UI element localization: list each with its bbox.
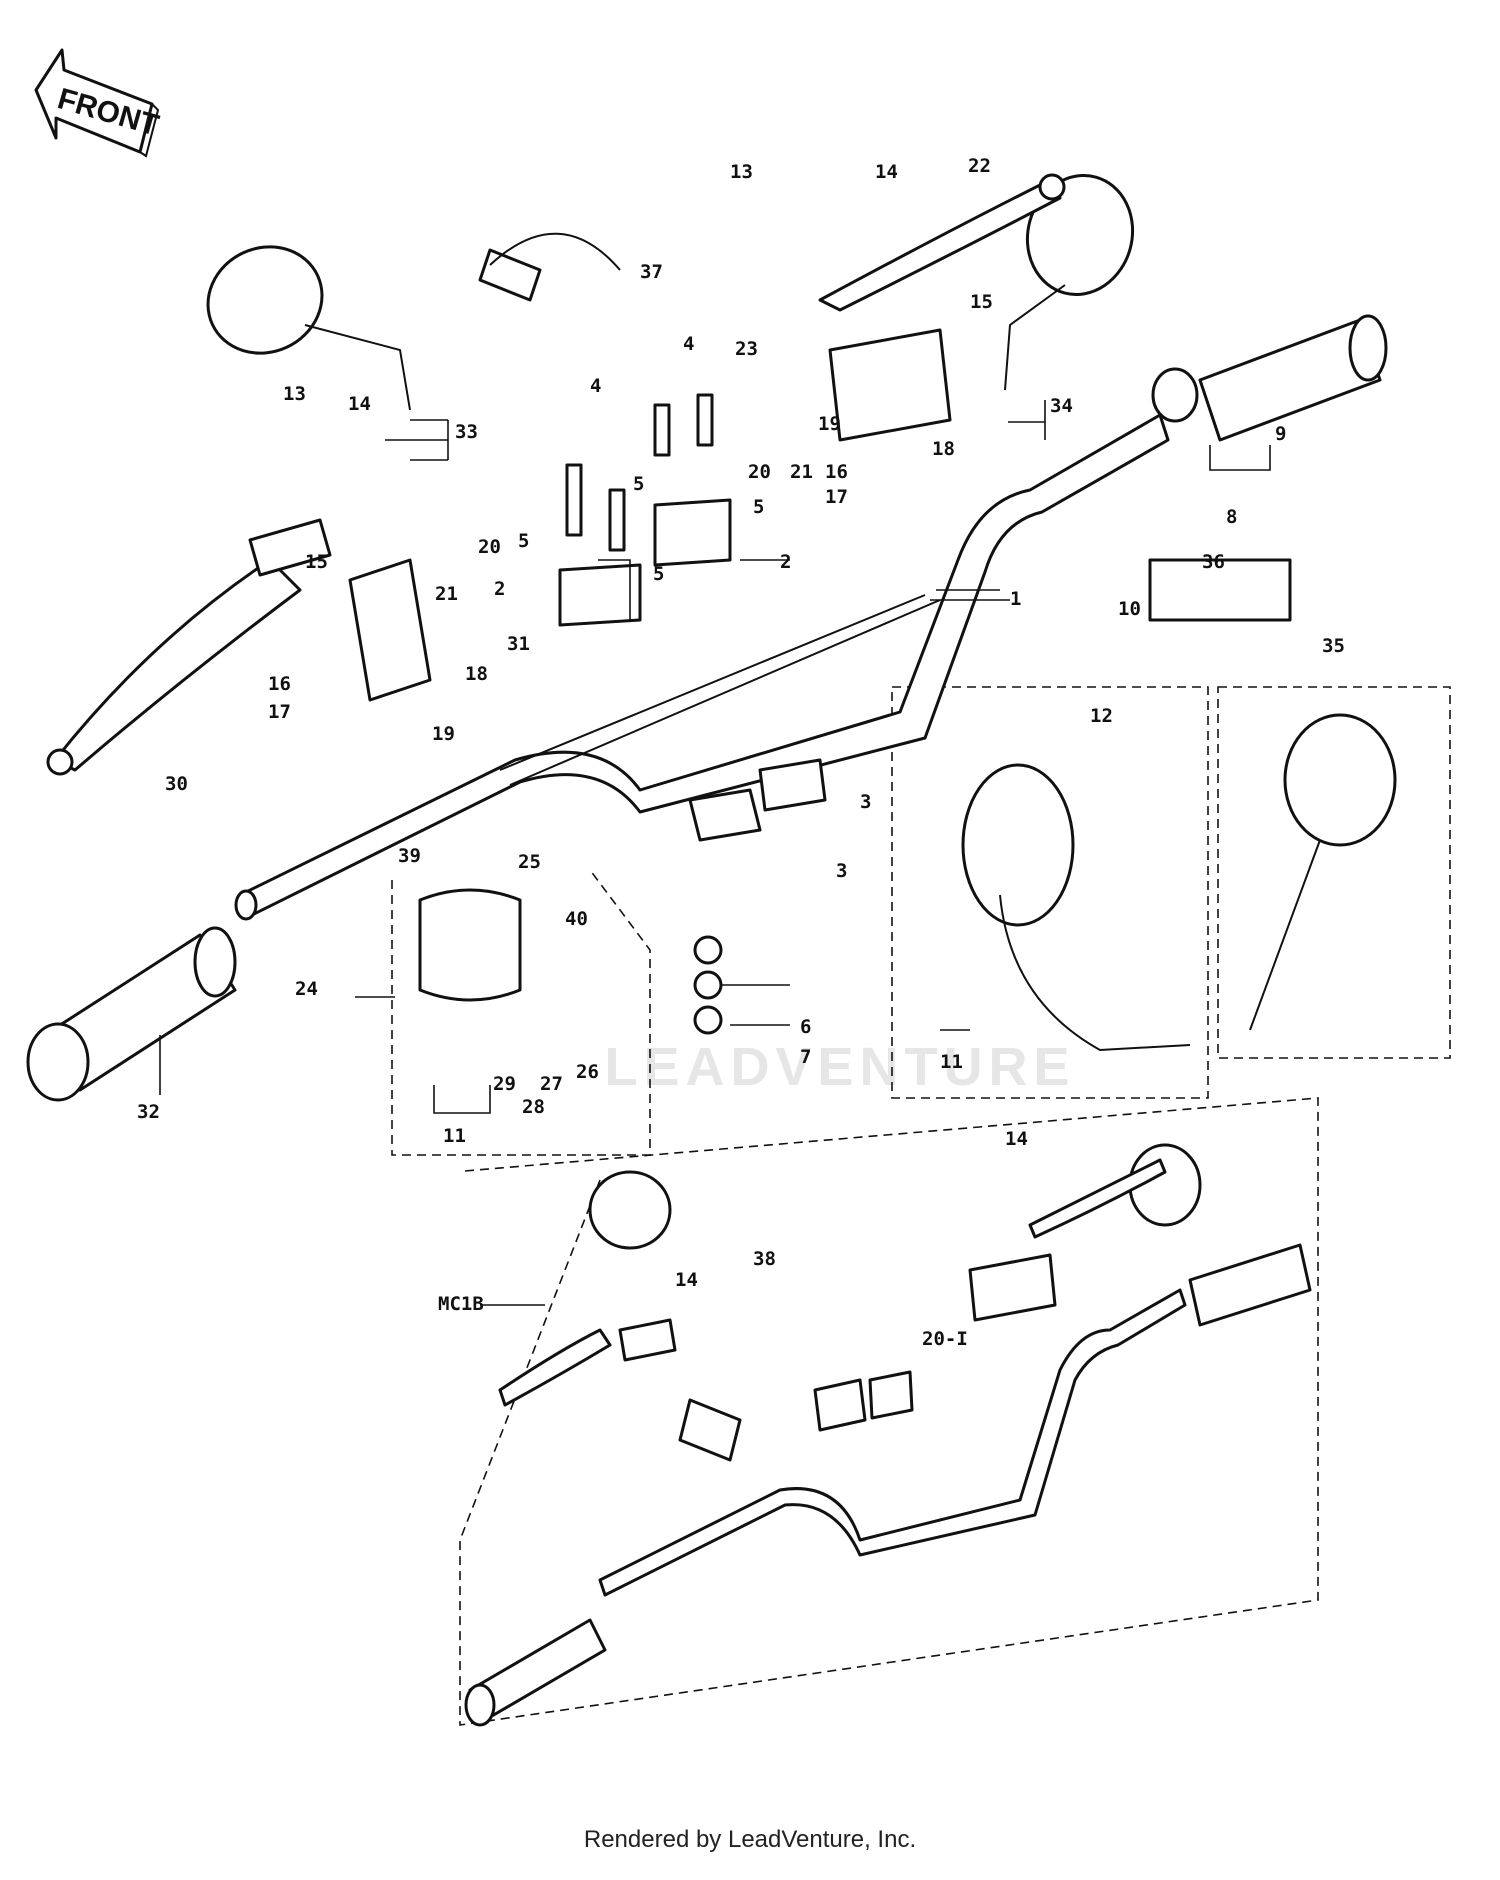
- part-label: 18: [932, 438, 955, 460]
- part-label: 29: [493, 1073, 516, 1095]
- part-label: 31: [507, 633, 530, 655]
- watermark: LEADVENTURE: [604, 1037, 1075, 1097]
- part-label: 37: [640, 261, 663, 283]
- part-label: 14: [675, 1269, 698, 1291]
- left-lever: [46, 558, 302, 776]
- part-label: 1: [1010, 588, 1021, 610]
- part-label: 14: [1005, 1128, 1028, 1150]
- part-label: 5: [633, 473, 644, 495]
- footer-credit: Rendered by LeadVenture, Inc.: [583, 1826, 917, 1853]
- part-label: 18: [465, 663, 488, 685]
- part-label: 9: [1275, 423, 1286, 445]
- leader-lines: [159, 400, 1271, 1306]
- part-label: 20-I: [922, 1328, 968, 1350]
- part-label: 26: [576, 1061, 599, 1083]
- part-labels: 13 14 22 37 15 23 4 34 9 13 14 33 4 19 1…: [137, 155, 1345, 1350]
- part-label: 8: [1226, 506, 1237, 528]
- part-label: 39: [398, 845, 421, 867]
- switch-housings: [418, 558, 1397, 1002]
- part-label: 4: [590, 375, 601, 397]
- part-label: 16: [268, 673, 291, 695]
- part-label: 19: [818, 413, 841, 435]
- part-label: 30: [165, 773, 188, 795]
- right-mirror: [1004, 174, 1135, 391]
- part-label: 34: [1050, 395, 1073, 417]
- part-label: 11: [940, 1051, 963, 1073]
- part-label: 11: [443, 1125, 466, 1147]
- part-label: 22: [968, 155, 991, 177]
- part-label: 12: [1090, 705, 1113, 727]
- part-label: 3: [836, 860, 847, 882]
- part-label: 14: [348, 393, 371, 415]
- part-label: 32: [137, 1101, 160, 1123]
- part-label: 40: [565, 908, 588, 930]
- part-label: 35: [1322, 635, 1345, 657]
- part-label: 27: [540, 1073, 563, 1095]
- handlebar-mc1b: [464, 1143, 1312, 1727]
- hardware: [248, 232, 1321, 1052]
- part-label: 38: [753, 1248, 776, 1270]
- part-label: 19: [432, 723, 455, 745]
- part-label: 6: [800, 1016, 811, 1038]
- part-label: 10: [1118, 598, 1141, 620]
- part-label: 23: [735, 338, 758, 360]
- part-label: 13: [283, 383, 306, 405]
- part-label: 15: [305, 551, 328, 573]
- part-label: MC1B: [438, 1293, 484, 1315]
- part-label: 5: [753, 496, 764, 518]
- clamps: [348, 328, 952, 842]
- part-label: 13: [730, 161, 753, 183]
- part-label: 2: [780, 551, 791, 573]
- left-mirror: [206, 245, 411, 411]
- part-label: 33: [455, 421, 478, 443]
- part-label: 4: [683, 333, 694, 355]
- part-label: 5: [518, 530, 529, 552]
- part-label: 14: [875, 161, 898, 183]
- part-label: 21: [435, 583, 458, 605]
- part-label: 3: [860, 791, 871, 813]
- right-lever: [818, 173, 1066, 312]
- part-label: 21: [790, 461, 813, 483]
- part-label: 2: [494, 578, 505, 600]
- part-label: 7: [800, 1046, 811, 1068]
- part-label: 25: [518, 851, 541, 873]
- right-grip: [1151, 314, 1388, 442]
- part-label: 16: [825, 461, 848, 483]
- part-label: 28: [522, 1096, 545, 1118]
- part-label: 36: [1202, 551, 1225, 573]
- part-label: 20: [748, 461, 771, 483]
- part-label: 20: [478, 536, 501, 558]
- part-label: 17: [825, 486, 848, 508]
- front-arrow-icon: FRONT: [34, 48, 162, 158]
- group-boxes: [391, 686, 1451, 1726]
- left-grip: [26, 926, 237, 1102]
- part-label: 15: [970, 291, 993, 313]
- part-label: 5: [653, 563, 664, 585]
- part-label: 24: [295, 978, 318, 1000]
- part-label: 17: [268, 701, 291, 723]
